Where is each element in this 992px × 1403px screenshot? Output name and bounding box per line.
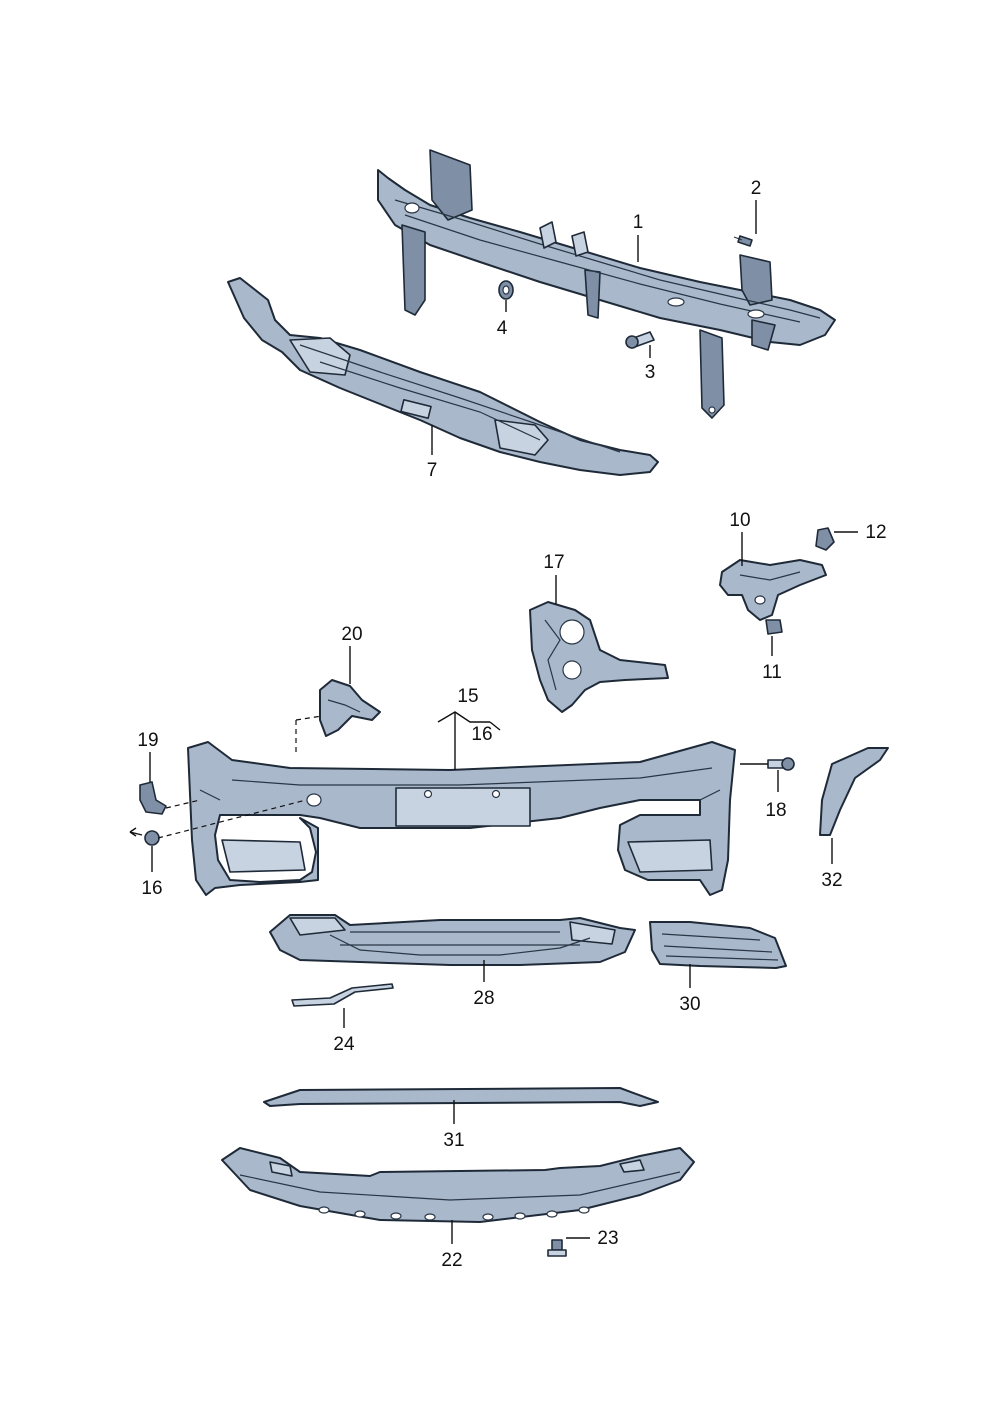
callout-16-top: 16	[471, 724, 492, 745]
callout-15: 15	[457, 686, 478, 707]
callout-19: 19	[137, 730, 158, 751]
part-1-cross-member[interactable]	[377, 149, 836, 419]
callout-12: 12	[865, 522, 886, 543]
part-3-bolt[interactable]	[625, 331, 655, 349]
part-12-cap[interactable]	[815, 527, 835, 551]
callout-4: 4	[497, 318, 508, 339]
part-19-clip[interactable]	[139, 781, 167, 815]
callout-1: 1	[633, 212, 644, 233]
part-11-clip[interactable]	[765, 619, 783, 635]
callout-32: 32	[821, 870, 842, 891]
bumper-cover[interactable]	[187, 741, 736, 896]
part-23-screw[interactable]	[547, 1239, 567, 1257]
part-32-trim[interactable]	[819, 747, 889, 836]
part-10-bracket[interactable]	[719, 559, 827, 621]
callout-22: 22	[441, 1250, 462, 1271]
callout-30: 30	[679, 994, 700, 1015]
part-7-energy-absorber[interactable]	[227, 277, 659, 476]
callout-2: 2	[751, 178, 762, 199]
part-22-lower-spoiler[interactable]	[221, 1147, 695, 1223]
callout-11: 11	[762, 662, 782, 683]
callout-10: 10	[729, 510, 750, 531]
part-24-strip[interactable]	[291, 983, 394, 1007]
callout-31: 31	[443, 1130, 464, 1151]
part-20-mount-bracket[interactable]	[319, 679, 381, 737]
part-28-grille[interactable]	[269, 914, 636, 966]
callout-7: 7	[427, 460, 438, 481]
callout-20: 20	[341, 624, 362, 645]
part-4-nut[interactable]	[498, 280, 514, 300]
part-17-side-bracket[interactable]	[529, 601, 669, 713]
callout-3: 3	[645, 362, 656, 383]
callout-23: 23	[597, 1228, 618, 1249]
callout-18: 18	[765, 800, 786, 821]
leader-lines	[149, 200, 858, 1244]
part-30-side-grille[interactable]	[649, 921, 787, 969]
callout-16-left: 16	[141, 878, 162, 899]
callout-17: 17	[543, 552, 564, 573]
callout-labels: 1 2 3 4 7 10 12 11 17 20 15 16 19 16 18 …	[137, 178, 886, 1271]
part-31-spoiler[interactable]	[263, 1087, 659, 1107]
part-2-bolt[interactable]	[733, 235, 753, 247]
part-18-screw[interactable]	[767, 757, 795, 771]
callout-28: 28	[473, 988, 494, 1009]
part-16-cap[interactable]	[129, 827, 160, 846]
callout-24: 24	[333, 1034, 355, 1055]
